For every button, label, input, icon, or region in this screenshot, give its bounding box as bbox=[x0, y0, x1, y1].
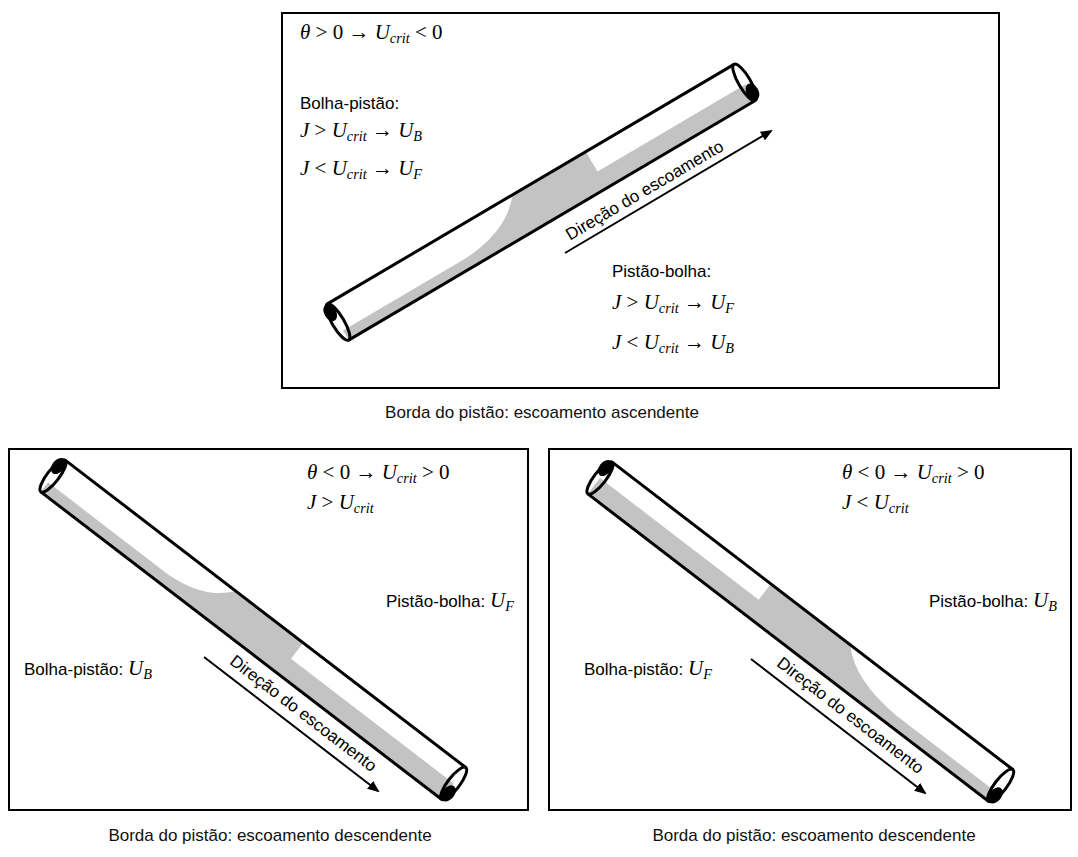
flow-direction-label: Direção do escoamento bbox=[562, 137, 727, 246]
diagram-panel: θ < 0 → Ucrit > 0 J < UcritPistão-bolha: … bbox=[548, 448, 1072, 811]
interface-label: Pistão-bolha: UB bbox=[929, 588, 1057, 613]
liquid bbox=[588, 462, 1013, 801]
math-condition: J > Ucrit → UB bbox=[300, 118, 422, 143]
flow-arrow bbox=[204, 657, 378, 791]
math-condition: θ > 0 → Ucrit < 0 bbox=[300, 20, 443, 45]
interface-label: Pistão-bolha: bbox=[612, 262, 711, 282]
math-condition: J < Ucrit → UF bbox=[300, 156, 422, 181]
liquid bbox=[41, 460, 466, 799]
diagram-panel: θ > 0 → Ucrit < 0 Bolha-pistão: J > Ucrit … bbox=[281, 12, 1000, 389]
panel-caption: Borda do pistão: escoamento descendente bbox=[652, 826, 975, 846]
panel-caption: Borda do pistão: escoamento ascendente bbox=[385, 403, 699, 423]
math-condition: J > Ucrit → UF bbox=[612, 290, 734, 315]
interface-label: Pistão-bolha: UF bbox=[386, 588, 514, 613]
pipe bbox=[581, 457, 1019, 806]
interface-label: Bolha-pistão: UF bbox=[584, 656, 712, 681]
math-condition: θ < 0 → Ucrit > 0 bbox=[842, 460, 985, 485]
flow-arrow bbox=[751, 659, 925, 793]
interface-label: Bolha-pistão: UB bbox=[24, 656, 152, 681]
flow-arrow bbox=[565, 131, 771, 253]
panel-caption: Borda do pistão: escoamento descendente bbox=[108, 826, 431, 846]
diagram-panel: θ < 0 → Ucrit > 0 J > UcritPistão-bolha: … bbox=[8, 448, 529, 811]
flow-direction-label: Direção do escoamento bbox=[226, 651, 381, 776]
math-condition: J < Ucrit → UB bbox=[612, 330, 734, 355]
math-condition: θ < 0 → Ucrit > 0 bbox=[307, 460, 450, 485]
math-condition: J < Ucrit bbox=[842, 490, 909, 515]
pipe bbox=[34, 455, 472, 804]
interface-label: Bolha-pistão: bbox=[300, 94, 399, 114]
flow-direction-label: Direção do escoamento bbox=[773, 653, 928, 778]
math-condition: J > Ucrit bbox=[307, 490, 374, 515]
